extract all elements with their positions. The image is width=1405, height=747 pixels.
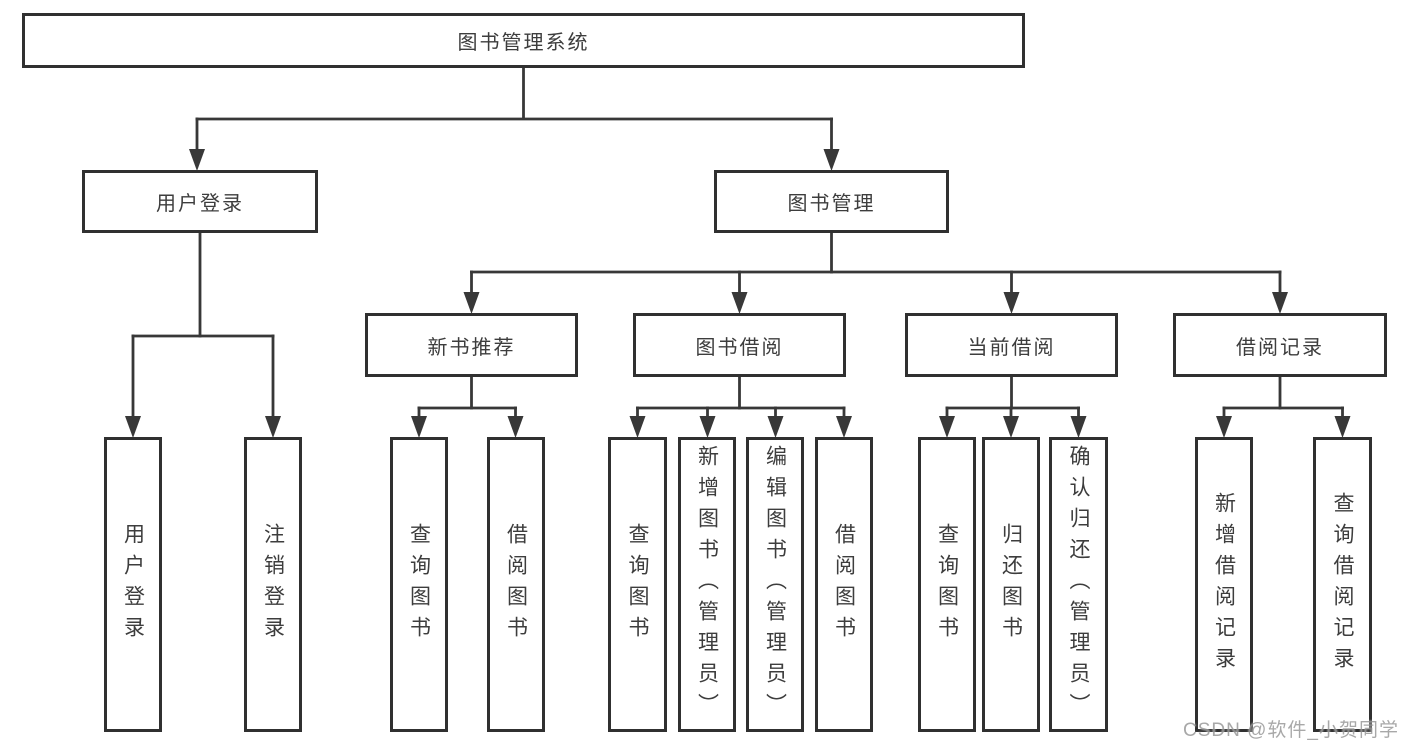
leaf-user-login: 用户登录 — [104, 437, 162, 732]
leaf-borrow-books-borrowing-label: 借阅图书 — [832, 522, 856, 647]
node-root: 图书管理系统 — [22, 13, 1025, 68]
leaf-query-books-current: 查询图书 — [918, 437, 976, 732]
leaf-logout: 注销登录 — [244, 437, 302, 732]
node-new-book-recommendation-label: 新书推荐 — [427, 336, 516, 359]
leaf-add-borrow-record-label: 新增借阅记录 — [1212, 491, 1236, 678]
connector-root-split — [189, 66, 840, 171]
connector-book-management-split — [463, 233, 1288, 314]
leaf-add-borrow-record: 新增借阅记录 — [1195, 437, 1253, 732]
connector-current-borrowing-split — [939, 377, 1087, 438]
connector-new-book-split — [411, 377, 524, 438]
node-new-book-recommendation: 新书推荐 — [365, 313, 578, 377]
leaf-add-books-admin: 新增图书（管理员） — [678, 437, 736, 732]
leaf-return-books: 归还图书 — [982, 437, 1040, 732]
leaf-borrow-books-borrowing: 借阅图书 — [815, 437, 873, 732]
leaf-query-books-recommend-label: 查询图书 — [407, 522, 431, 647]
node-current-borrowing: 当前借阅 — [905, 313, 1118, 377]
leaf-add-books-admin-label: 新增图书（管理员） — [695, 445, 719, 724]
leaf-query-books-recommend: 查询图书 — [390, 437, 448, 732]
connector-user-login-split — [125, 233, 281, 438]
leaf-borrow-books-recommend-label: 借阅图书 — [504, 522, 528, 647]
leaf-query-books-borrowing-label: 查询图书 — [626, 522, 649, 647]
csdn-watermark: CSDN @软件_小贺同学 — [1183, 720, 1399, 741]
leaf-return-books-label: 归还图书 — [999, 522, 1023, 647]
node-borrowing-records-label: 借阅记录 — [1236, 336, 1324, 359]
connector-borrowing-records-split — [1216, 377, 1351, 438]
node-book-borrowing-label: 图书借阅 — [695, 336, 784, 359]
leaf-confirm-return-admin: 确认归还（管理员） — [1049, 437, 1108, 732]
leaf-query-borrow-record: 查询借阅记录 — [1313, 437, 1372, 732]
connector-book-borrowing-split — [629, 377, 852, 438]
leaf-confirm-return-admin-label: 确认归还（管理员） — [1067, 445, 1090, 724]
node-current-borrowing-label: 当前借阅 — [967, 336, 1056, 359]
leaf-logout-label: 注销登录 — [261, 522, 285, 647]
leaf-borrow-books-recommend: 借阅图书 — [487, 437, 545, 732]
leaf-query-borrow-record-label: 查询借阅记录 — [1331, 491, 1354, 678]
node-book-borrowing: 图书借阅 — [633, 313, 846, 377]
leaf-edit-books-admin: 编辑图书（管理员） — [746, 437, 804, 732]
node-user-login-label: 用户登录 — [156, 193, 244, 215]
leaf-query-books-borrowing: 查询图书 — [608, 437, 667, 732]
node-user-login: 用户登录 — [82, 170, 318, 233]
leaf-edit-books-admin-label: 编辑图书（管理员） — [763, 445, 787, 724]
node-root-label: 图书管理系统 — [457, 32, 590, 54]
node-book-management: 图书管理 — [714, 170, 949, 233]
leaf-query-books-current-label: 查询图书 — [935, 522, 959, 647]
node-book-management-label: 图书管理 — [787, 193, 876, 215]
leaf-user-login-label: 用户登录 — [121, 522, 145, 647]
node-borrowing-records: 借阅记录 — [1173, 313, 1387, 377]
